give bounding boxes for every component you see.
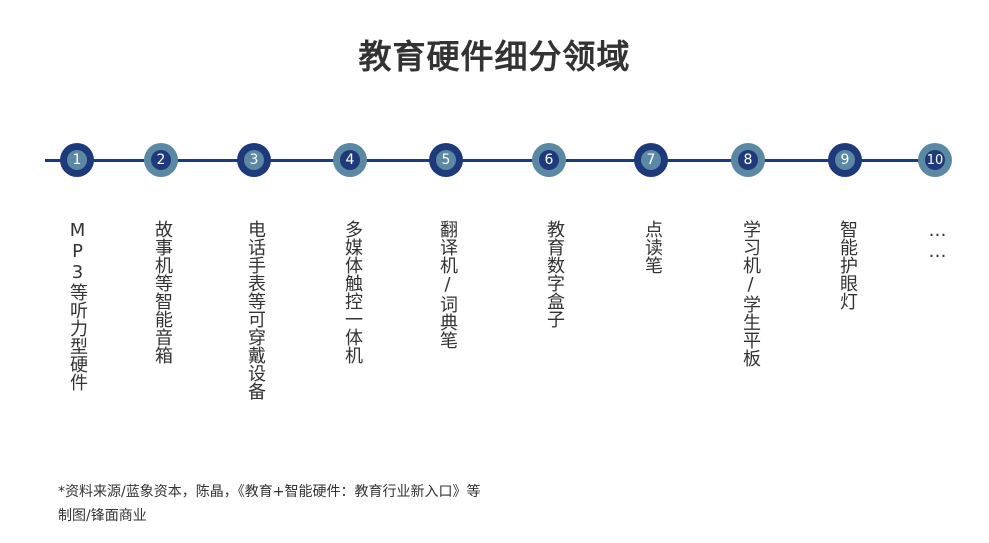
step-number: 3 [244,150,264,170]
step-number: 9 [835,150,855,170]
step-4-marker: 4 [333,143,367,177]
step-3-marker: 3 [237,143,271,177]
step-number: 5 [436,150,456,170]
step-3-label: 电话手表等可穿戴设备 [245,220,266,400]
step-8-marker: 8 [731,143,765,177]
step-7-label: 点读笔 [642,220,663,274]
step-1-label: MP3等听力型硬件 [67,220,88,391]
step-number: 10 [925,150,945,170]
step-number: 2 [151,150,171,170]
step-5-marker: 5 [429,143,463,177]
step-2-marker: 2 [144,143,178,177]
step-7-marker: 7 [634,143,668,177]
step-1-marker: 1 [60,143,94,177]
step-8-label: 学习机/学生平板 [740,220,761,367]
source-footnote: *资料来源/蓝象资本，陈晶，《教育+智能硬件：教育行业新入口》等 制图/锋面商业 [58,480,480,528]
step-number: 6 [539,150,559,170]
timeline-line [45,159,945,162]
footnote-source-line: *资料来源/蓝象资本，陈晶，《教育+智能硬件：教育行业新入口》等 [58,484,481,500]
page-title: 教育硬件细分领域 [358,37,631,76]
step-6-label: 教育数字盒子 [544,220,565,328]
step-10-marker: 10 [918,143,952,177]
step-10-label: …… [927,220,948,262]
step-number: 1 [67,150,87,170]
step-5-label: 翻译机/词典笔 [437,220,458,349]
step-6-marker: 6 [532,143,566,177]
step-4-label: 多媒体触控一体机 [342,220,363,364]
step-9-label: 智能护眼灯 [837,220,858,310]
step-number: 7 [641,150,661,170]
step-number: 8 [738,150,758,170]
step-number: 4 [340,150,360,170]
step-2-label: 故事机等智能音箱 [152,220,173,364]
footnote-credit-line: 制图/锋面商业 [58,508,147,524]
step-9-marker: 9 [828,143,862,177]
